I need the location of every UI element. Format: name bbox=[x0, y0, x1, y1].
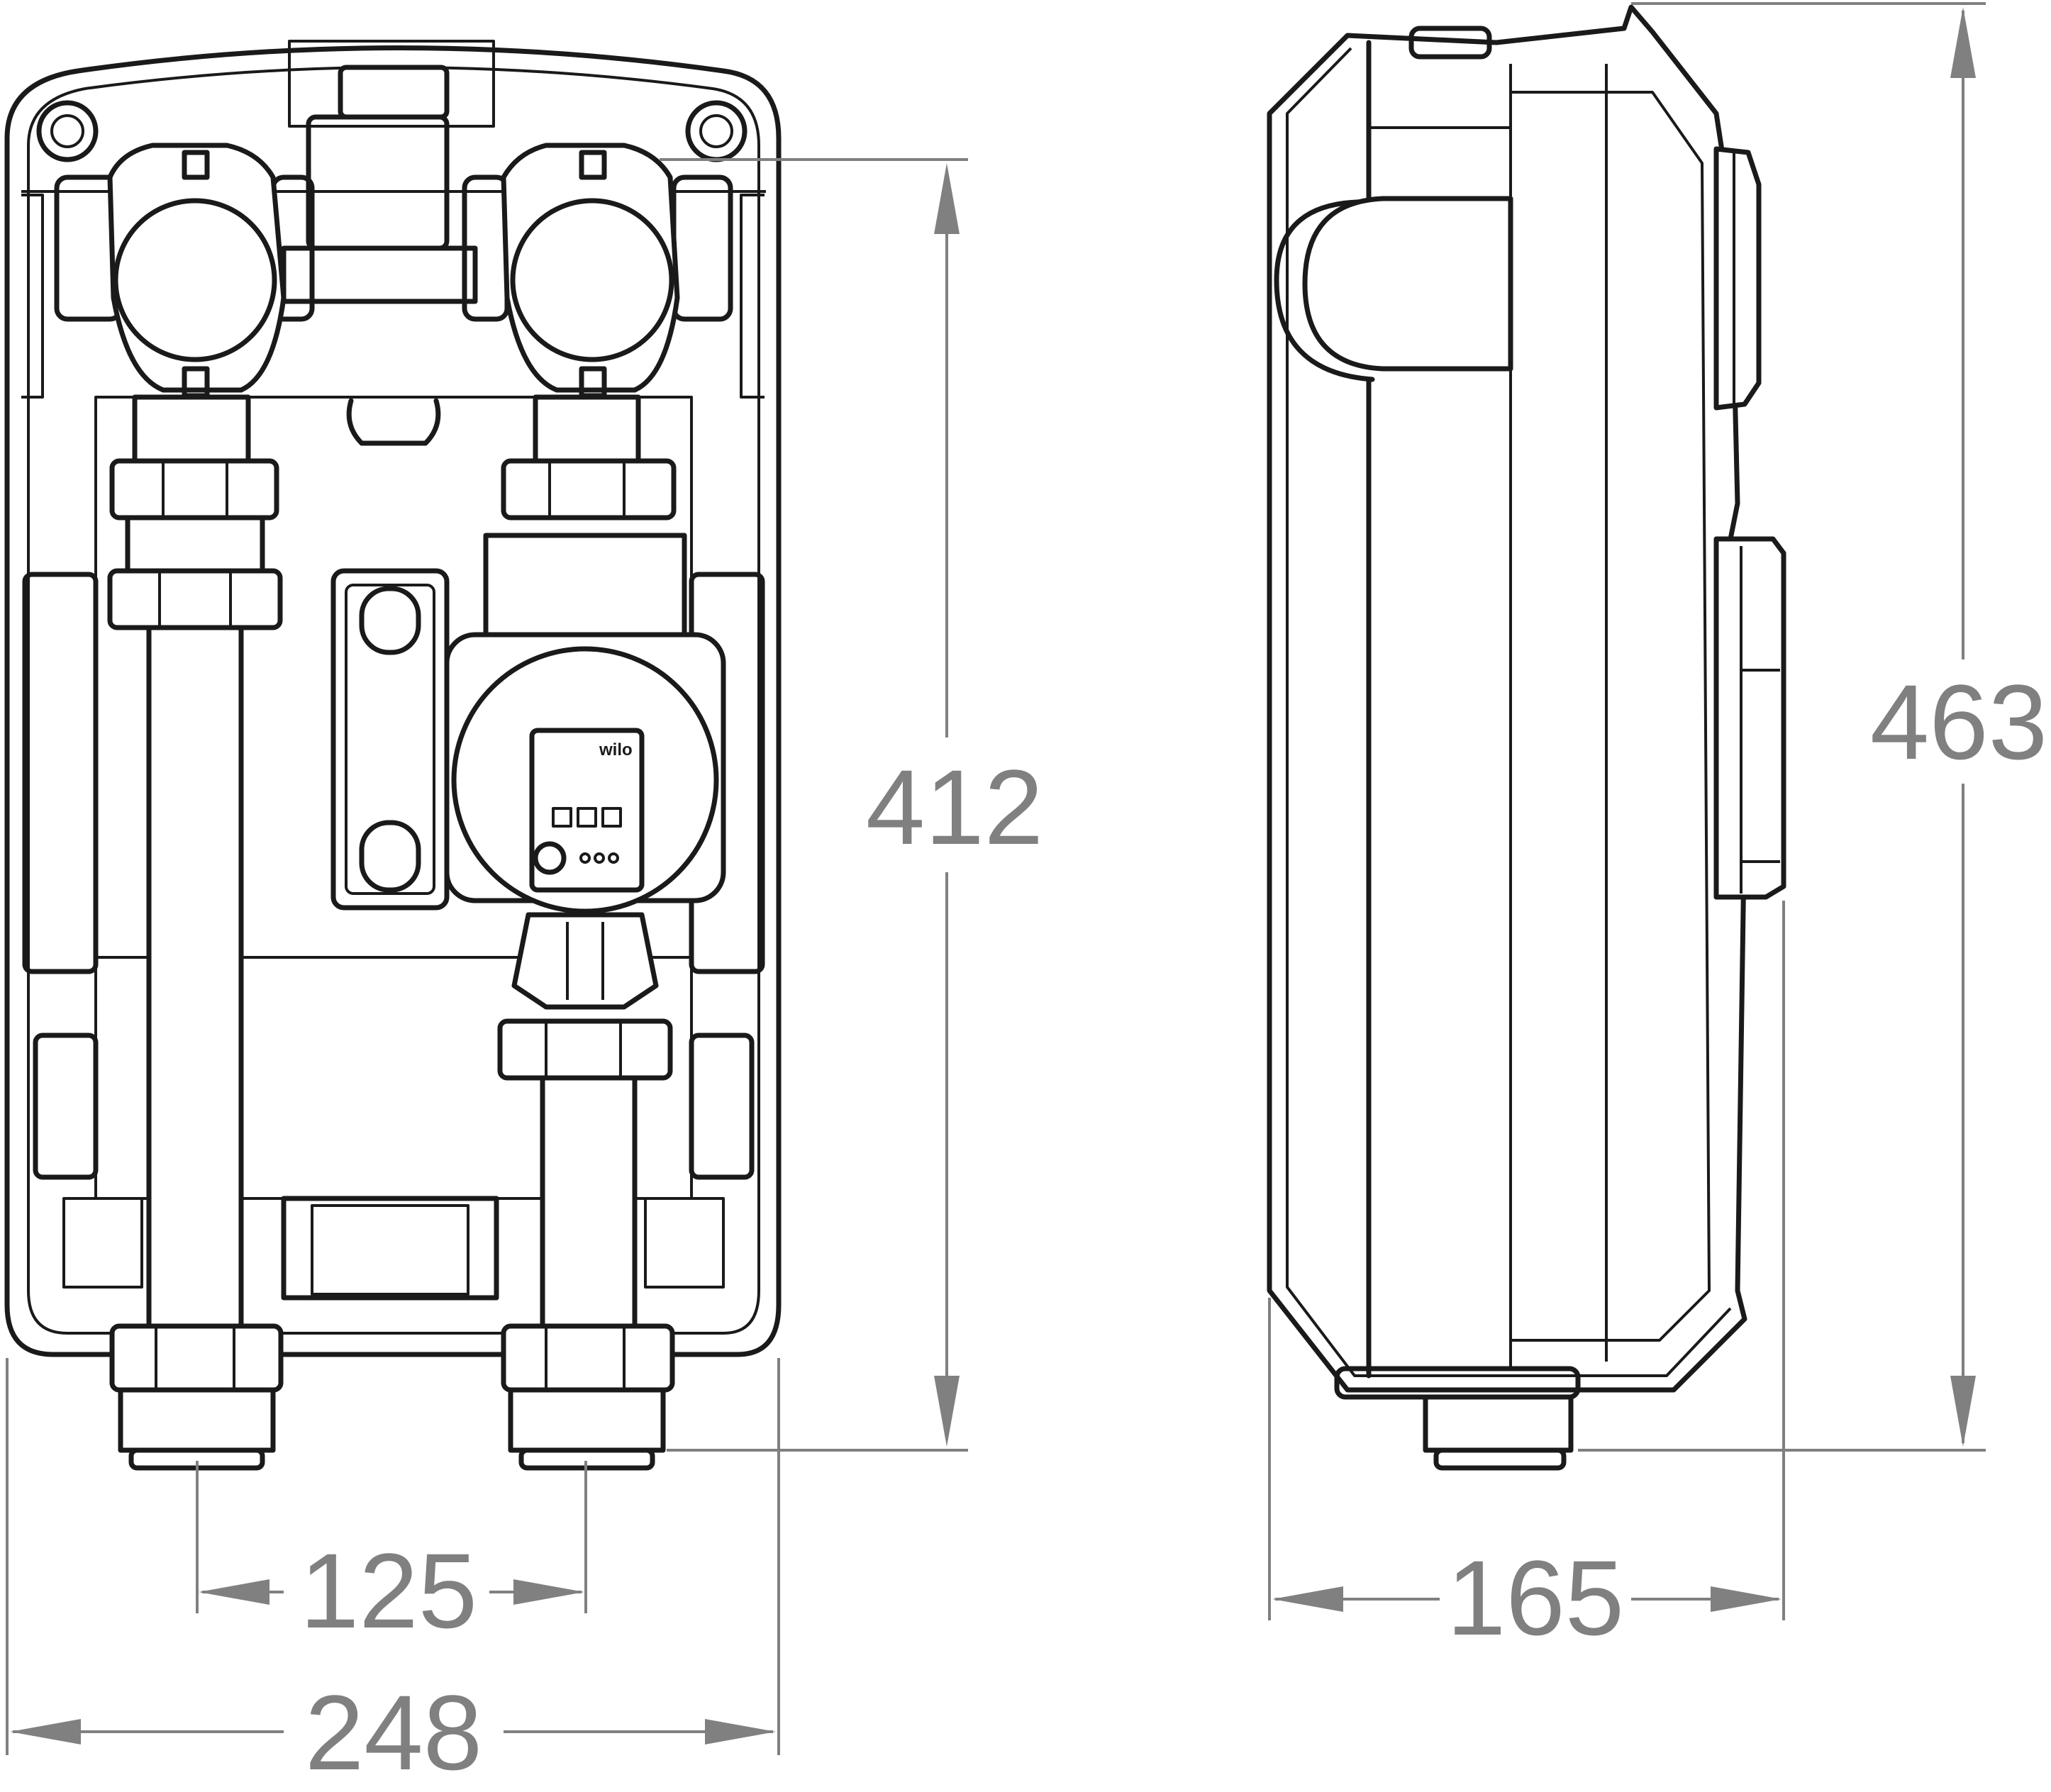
right-lower-clip bbox=[689, 1033, 755, 1180]
side-housing-inner bbox=[1286, 47, 1732, 1377]
flow-meter-bottom-window bbox=[359, 820, 421, 893]
dim-463-arrow-top bbox=[1950, 7, 1976, 78]
dim-125-arrow-right bbox=[513, 1579, 584, 1605]
side-pipe-cutout bbox=[1302, 196, 1513, 372]
left-union-nut bbox=[107, 568, 283, 630]
pump-inlet-body bbox=[483, 533, 687, 652]
dim-248-arrow-left bbox=[10, 1719, 81, 1744]
flow-meter-inner bbox=[345, 584, 435, 895]
flow-meter-top-window bbox=[359, 586, 421, 655]
pump-brand-logo: wilo bbox=[599, 740, 633, 759]
dimension-lines: 412 463 125 248 165 bbox=[6, 2, 2047, 1792]
left-union-body bbox=[125, 515, 265, 574]
side-view bbox=[1267, 4, 1786, 1471]
right-upper-nut bbox=[501, 458, 677, 521]
dim-165-arrow-right bbox=[1711, 1586, 1782, 1612]
pump-button-2 bbox=[577, 807, 597, 828]
dim-248-arrow-right bbox=[705, 1719, 776, 1744]
bottom-left-bracket bbox=[62, 1197, 143, 1289]
screw-top-left-icon bbox=[36, 100, 99, 162]
dim-412-label: 412 bbox=[866, 747, 1043, 867]
dim-125-label: 125 bbox=[300, 1531, 477, 1650]
side-outlet bbox=[1433, 1447, 1567, 1471]
bottom-connector-inner bbox=[311, 1204, 469, 1296]
centre-clip bbox=[306, 114, 450, 251]
flow-meter-frame bbox=[330, 568, 450, 911]
front-view: wilo bbox=[4, 40, 782, 1471]
dim-412-arrow-bottom bbox=[934, 1376, 960, 1447]
left-lower-clip bbox=[33, 1033, 99, 1180]
screw-top-right-icon bbox=[685, 100, 747, 162]
dim-165-arrow-left bbox=[1272, 1586, 1343, 1612]
left-bottom-fitting bbox=[118, 1387, 276, 1453]
right-mid-nut bbox=[497, 1018, 673, 1081]
dim-165-label: 165 bbox=[1447, 1538, 1624, 1657]
left-upper-pipe bbox=[132, 394, 251, 464]
left-upper-nut bbox=[109, 458, 279, 521]
side-bottom-fitting bbox=[1423, 1394, 1574, 1453]
bottom-right-bracket bbox=[644, 1197, 725, 1289]
side-top-nub bbox=[1408, 26, 1492, 60]
pump-button-1 bbox=[552, 807, 572, 828]
pump-dial-icon bbox=[533, 841, 567, 875]
hanger-hook bbox=[346, 398, 441, 446]
dim-463-arrow-bottom bbox=[1950, 1376, 1976, 1447]
circulation-pump: wilo bbox=[444, 632, 726, 914]
side-pump-profile bbox=[1713, 536, 1786, 900]
front-housing-outline bbox=[4, 45, 782, 1357]
top-latch bbox=[338, 65, 450, 120]
right-bottom-nut bbox=[501, 1323, 675, 1393]
left-bottom-nut bbox=[109, 1323, 284, 1393]
right-ball-valve bbox=[462, 143, 733, 399]
right-main-pipe bbox=[540, 1075, 638, 1329]
dim-125-arrow-left bbox=[199, 1579, 269, 1605]
left-main-pipe bbox=[146, 625, 244, 1340]
bottom-connector-block bbox=[281, 1196, 499, 1301]
right-upper-pipe bbox=[533, 394, 641, 464]
screw-top-right-inner bbox=[699, 114, 733, 148]
side-front-panel bbox=[1511, 91, 1711, 1342]
pump-button-3 bbox=[601, 807, 622, 828]
dim-412-arrow-top bbox=[934, 163, 960, 234]
side-valve-handle bbox=[1713, 146, 1762, 411]
screw-top-left-inner bbox=[50, 114, 84, 148]
dim-463-label: 463 bbox=[1870, 662, 2047, 781]
side-bottom-foot bbox=[1334, 1366, 1581, 1400]
dim-248-label: 248 bbox=[305, 1673, 482, 1792]
left-side-channel bbox=[22, 572, 99, 974]
right-bottom-fitting bbox=[508, 1387, 666, 1453]
side-wall-clamp bbox=[1274, 40, 1375, 1379]
check-valve bbox=[511, 912, 659, 1010]
top-mounting-tab bbox=[288, 40, 495, 128]
left-ball-valve bbox=[54, 143, 315, 399]
